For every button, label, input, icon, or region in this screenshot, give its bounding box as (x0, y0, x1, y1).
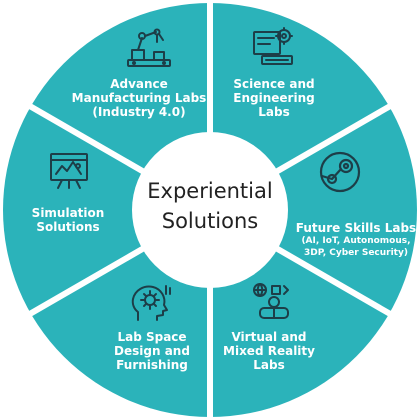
vr-headset-icon (253, 283, 289, 319)
future-skills-title: Future Skills Labs (295, 221, 417, 235)
steam-icon (319, 151, 361, 193)
gear-head-icon (131, 285, 171, 321)
segment-lab-space-design-label: Lab Space Design and Furnishing (114, 330, 190, 372)
simulation-board-icon (50, 153, 88, 189)
future-skills-sublabel: (AI, IoT, Autonomous, 3DP, Cyber Securit… (301, 236, 411, 258)
center-circle (132, 132, 288, 288)
segment-dividers (26, 0, 394, 420)
segment-future-skills-label: Future Skills Labs (AI, IoT, Autonomous,… (292, 207, 420, 273)
center-title: Experiential Solutions (147, 179, 273, 233)
segment-advance-manufacturing-label: Advance Manufacturing Labs (Industry 4.0… (71, 77, 207, 119)
robotic-arm-icon (127, 28, 171, 67)
segment-simulation-solutions-label: Simulation Solutions (31, 206, 105, 234)
engineering-gear-icon (253, 27, 293, 65)
segment-virtual-mixed-reality-label: Virtual and Mixed Reality Labs (223, 330, 315, 372)
segment-science-engineering-label: Science and Engineering Labs (233, 77, 315, 119)
